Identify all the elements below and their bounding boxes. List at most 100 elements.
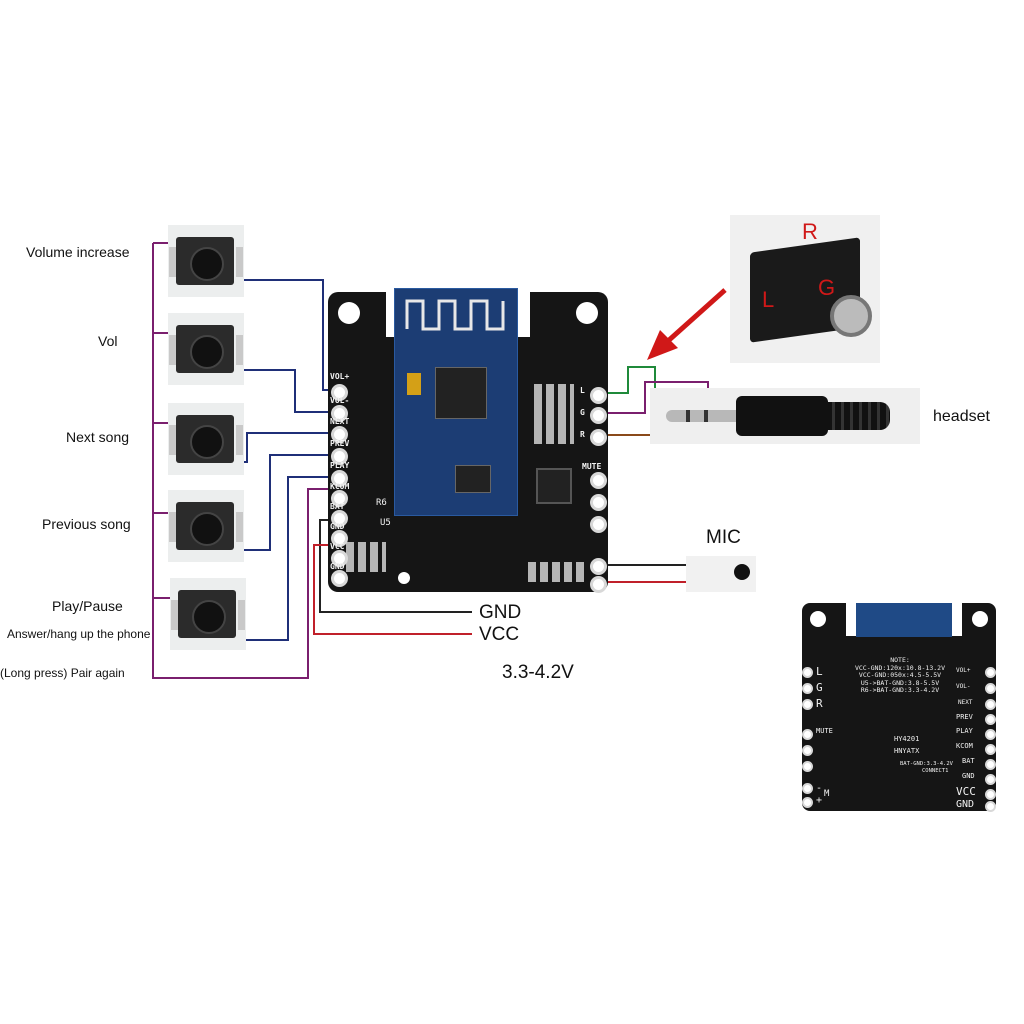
label-volume-increase: Volume increase — [26, 244, 130, 260]
prev-wire — [235, 454, 338, 551]
back-pin-minus: - — [816, 783, 823, 794]
pin-mic-plus — [590, 576, 607, 593]
note-line: VCC-GND:120x:10.8-13.2V — [854, 663, 945, 672]
back-pin — [985, 789, 996, 800]
pin-kcom — [331, 490, 348, 507]
silk-gnd: GND — [330, 522, 345, 531]
plug-ring — [704, 410, 708, 422]
back-pin — [985, 801, 996, 812]
silk-vol-minus: VOL- — [330, 396, 350, 405]
bluetooth-module — [394, 288, 518, 516]
button-vol — [168, 313, 244, 385]
back-pin-plus: + — [816, 795, 823, 806]
plug-strain-relief — [826, 402, 890, 430]
silk-kcom: KCOM — [330, 482, 350, 491]
pin-mute — [590, 472, 607, 489]
back-pin-play: PLAY — [956, 727, 973, 735]
back-pin-gnd-2: GND — [956, 799, 975, 810]
back-pin — [985, 744, 996, 755]
smd-cluster — [534, 384, 574, 444]
jack-label-r: R — [802, 219, 818, 244]
back-pin-next: NEXT — [958, 699, 973, 706]
plug-body — [736, 396, 828, 436]
label-voltage: 3.3-4.2V — [502, 662, 574, 683]
vol-plus-wire — [235, 279, 338, 391]
silk-next: NEXT — [330, 417, 350, 426]
mount-hole — [810, 611, 826, 627]
silk-play: PLAY — [330, 461, 350, 470]
jack-label-l: L — [762, 287, 775, 312]
note-line: NOTE: — [890, 656, 910, 664]
back-pin — [802, 797, 813, 808]
label-play-pause: Play/Pause — [52, 598, 123, 614]
jack-socket — [830, 295, 872, 337]
back-pin — [985, 759, 996, 770]
back-connect2: CONNECT1 — [922, 768, 949, 774]
pin-vol-minus — [331, 405, 348, 422]
back-pin-g: G — [816, 681, 823, 694]
pin-next — [331, 426, 348, 443]
back-brand: HNYATX — [894, 747, 920, 755]
pin-right — [590, 494, 607, 511]
back-pin-mute: MUTE — [816, 727, 833, 735]
back-pin — [985, 667, 996, 678]
bt-crystal — [407, 373, 421, 395]
back-pin — [985, 683, 996, 694]
pin-r — [590, 429, 607, 446]
mount-hole — [338, 302, 360, 324]
button-volume-increase — [168, 225, 244, 297]
silk-vcc: VCC — [330, 542, 345, 551]
back-pin-kcom: KCOM — [956, 742, 973, 750]
label-vcc: VCC — [479, 624, 520, 645]
back-pin-vcc: VCC — [956, 785, 976, 798]
back-pin-gnd: GND — [962, 772, 975, 780]
mic-capsule — [734, 564, 750, 580]
amp-chip — [536, 468, 572, 504]
back-pin — [802, 683, 813, 694]
board-notch — [516, 291, 530, 337]
back-pin — [802, 761, 813, 772]
back-pin — [985, 714, 996, 725]
silk-r: R — [580, 430, 585, 439]
silk-r6: R6 — [376, 498, 387, 508]
audio-jack-photo: R L G — [730, 215, 880, 363]
button-previous-song — [168, 490, 244, 562]
kcom-wire — [152, 243, 333, 679]
arrow-head — [647, 330, 678, 360]
back-pin — [802, 699, 813, 710]
silk-mute: MUTE — [582, 462, 602, 471]
bt-chip — [435, 367, 487, 419]
vol-minus-wire — [235, 369, 338, 413]
silk-l: L — [580, 386, 585, 395]
back-pin-vol-plus: VOL+ — [956, 667, 971, 674]
smd-cluster — [528, 562, 588, 582]
back-pin — [985, 699, 996, 710]
plug-tip — [666, 410, 738, 422]
pin-mic-minus — [590, 558, 607, 575]
silk-bat: BAT — [330, 502, 345, 511]
silk-gnd-2: GND — [330, 562, 345, 571]
mount-hole — [972, 611, 988, 627]
label-long-press: (Long press) Pair again — [0, 666, 125, 680]
play-wire — [237, 476, 338, 641]
back-pin-vol-minus: VOL- — [956, 683, 971, 690]
back-pin — [802, 783, 813, 794]
bt-chip-small — [455, 465, 491, 493]
pin-gnd — [331, 530, 348, 547]
silk-g: G — [580, 408, 585, 417]
jack-label-g: G — [818, 275, 836, 300]
smd-cluster — [346, 542, 386, 572]
pin-right — [590, 516, 607, 533]
button-next-song — [168, 403, 244, 475]
pin-bat — [331, 510, 348, 527]
label-mic: MIC — [706, 527, 741, 548]
back-pin-m: M — [824, 789, 830, 799]
pin-gnd-2 — [331, 570, 348, 587]
note-line: R6->BAT-GND:3.3-4.2V — [860, 686, 940, 694]
silk-u5: U5 — [380, 518, 391, 528]
label-headset: headset — [933, 408, 990, 425]
pin-play — [331, 470, 348, 487]
back-pin-l: L — [816, 665, 823, 678]
board-notch — [846, 602, 856, 636]
back-pin — [802, 745, 813, 756]
